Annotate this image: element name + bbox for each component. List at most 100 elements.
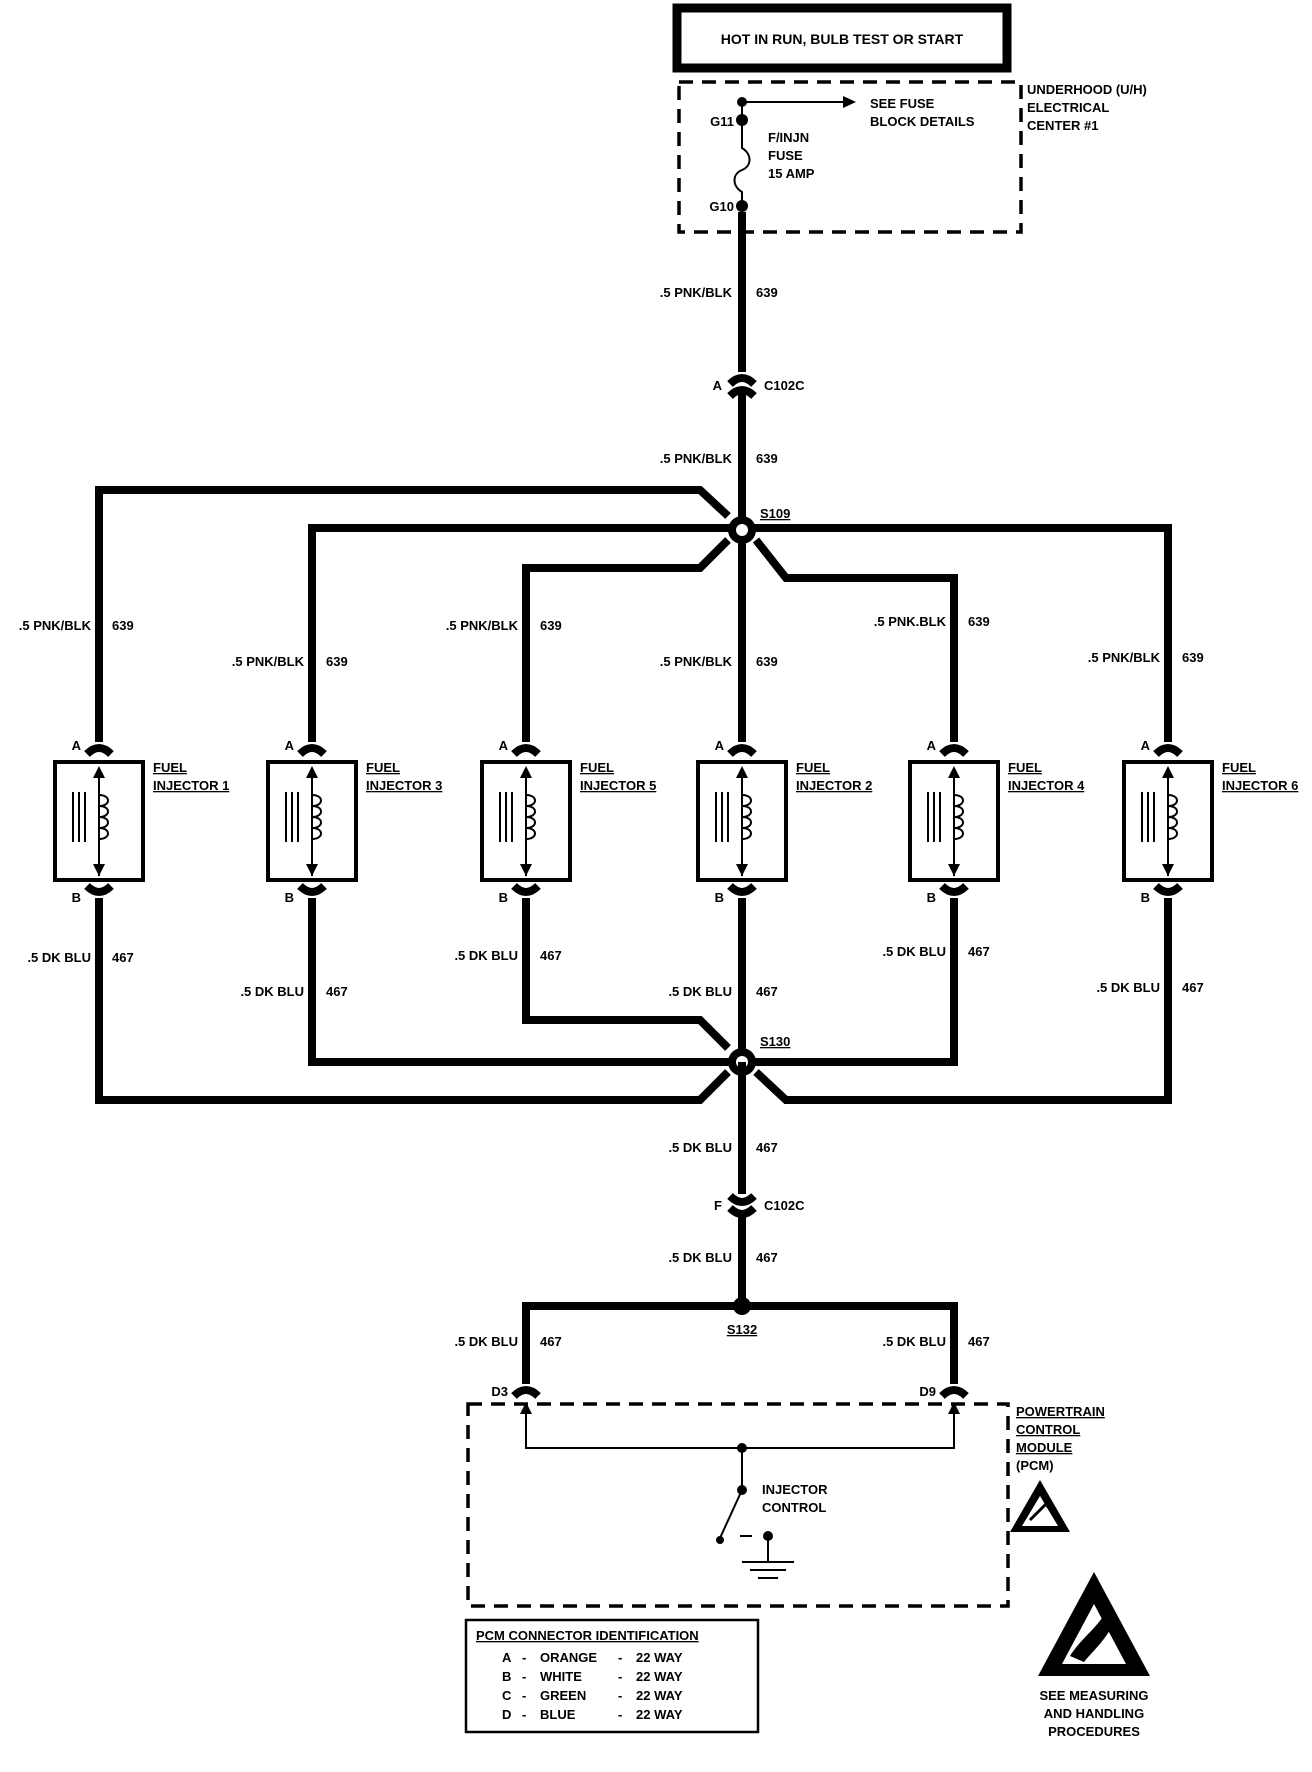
feed-label-inj2: .5 PNK/BLK (660, 654, 733, 669)
pcm-label-1: POWERTRAIN (1016, 1404, 1105, 1419)
injector-pin-b-arc (297, 883, 327, 896)
injector-coil-icon (1167, 794, 1178, 840)
connector-dash: - (618, 1650, 622, 1665)
feed-branch-inj6 (742, 524, 1172, 742)
connector-table-box (464, 1618, 760, 1734)
fuse-name-2: FUSE (768, 148, 803, 163)
return-circuit-inj5: 467 (540, 948, 562, 963)
injector-pin-a-arc (511, 744, 541, 757)
injector-body (696, 760, 788, 882)
pcm-right-circuit: 467 (968, 1334, 990, 1349)
esd-note-3: PROCEDURES (1048, 1724, 1140, 1739)
injector-pin-a-arc (297, 744, 327, 757)
injector-pin-b: B (1141, 890, 1150, 905)
connector-color: GREEN (540, 1688, 586, 1703)
feed-circuit-inj2: 639 (756, 654, 778, 669)
splice-s109-label: S109 (760, 506, 790, 521)
feed-branch-inj5 (522, 537, 731, 742)
splice-s130-label: S130 (760, 1034, 790, 1049)
feed-branch-inj1 (95, 486, 731, 742)
connector-color: WHITE (540, 1669, 582, 1684)
return-branch-inj4 (742, 898, 958, 1066)
return-label-inj1: .5 DK BLU (27, 950, 91, 965)
c102c-f-lower-arc (727, 1205, 757, 1218)
feed-branch-inj3 (308, 524, 742, 742)
return-label-inj5: .5 DK BLU (454, 948, 518, 963)
return-circuit-inj4: 467 (968, 944, 990, 959)
connector-dash: - (522, 1669, 526, 1684)
fuse-pin-out-node (736, 200, 748, 212)
injector-body (53, 760, 145, 882)
injector-coil-icon (953, 794, 964, 840)
c102c-lower-arc (727, 386, 757, 399)
injector-coil-icon (525, 794, 536, 840)
injector-name-1: FUEL (580, 760, 614, 775)
return-circuit-inj3: 467 (326, 984, 348, 999)
injector-pin-a: A (72, 738, 82, 753)
pcm-left-wire-label: .5 DK BLU (454, 1334, 518, 1349)
injector-arrow-down-icon (948, 864, 960, 876)
injector-arrow-down-icon (1162, 864, 1174, 876)
injector-pin-a: A (927, 738, 937, 753)
pcm-switch-contact (716, 1536, 724, 1544)
fuse-name-3: 15 AMP (768, 166, 815, 181)
feed-label-inj4: .5 PNK.BLK (874, 614, 947, 629)
connector-color: ORANGE (540, 1650, 597, 1665)
feed-circuit-inj3: 639 (326, 654, 348, 669)
c102c-label-f: C102C (764, 1198, 805, 1213)
injector-name-2: INJECTOR 5 (580, 778, 656, 793)
connector-size: 22 WAY (636, 1707, 683, 1722)
c102c-pin-a: A (713, 378, 723, 393)
injector-name-1: FUEL (1008, 760, 1042, 775)
injector-name-2: INJECTOR 4 (1008, 778, 1085, 793)
feed-circuit-inj4: 639 (968, 614, 990, 629)
injector-pin-b: B (927, 890, 936, 905)
underhood-center-box (677, 80, 1023, 234)
return-label-inj4: .5 DK BLU (882, 944, 946, 959)
injector-name-1: FUEL (1222, 760, 1256, 775)
connector-pin: C (502, 1688, 512, 1703)
pcm-internal-bus (525, 1404, 955, 1449)
connector-table-title: PCM CONNECTOR IDENTIFICATION (476, 1628, 699, 1643)
injector-pin-a-arc (84, 744, 114, 757)
injector-name-1: FUEL (153, 760, 187, 775)
feed-wire-label-1: .5 PNK/BLK (660, 285, 733, 300)
injector-body (908, 760, 1000, 882)
return-trunk-circuit-2: 467 (756, 1250, 778, 1265)
injector-arrow-up-icon (1162, 766, 1174, 778)
fuel-injector-5: A B FUEL INJECTOR 4 (908, 738, 1085, 905)
connector-table-row: D-BLUE-22 WAY (502, 1707, 683, 1722)
injector-arrow-up-icon (520, 766, 532, 778)
injector-coil-icon (311, 794, 322, 840)
return-branch-inj5 (522, 898, 731, 1051)
connector-pin: A (502, 1650, 512, 1665)
connector-dash: - (522, 1688, 526, 1703)
connector-table-row: C-GREEN-22 WAY (502, 1688, 683, 1703)
feed-circuit-label-1: 639 (756, 285, 778, 300)
esd-note-2: AND HANDLING (1044, 1706, 1144, 1721)
injector-name-2: INJECTOR 3 (366, 778, 442, 793)
see-fuse-2: BLOCK DETAILS (870, 114, 975, 129)
center-label-2: ELECTRICAL (1027, 100, 1109, 115)
c102c-pin-f: F (714, 1198, 722, 1213)
feed-label-inj5: .5 PNK/BLK (446, 618, 519, 633)
pcm-pin-d9-arc (939, 1386, 969, 1399)
fuse-element (733, 126, 751, 204)
return-branch-inj3 (308, 898, 742, 1066)
injector-pin-a: A (715, 738, 725, 753)
injector-coil-icon (98, 794, 109, 840)
injector-name-2: INJECTOR 1 (153, 778, 229, 793)
return-branch-inj1 (95, 898, 731, 1104)
esd-warning-icon-large (1038, 1572, 1150, 1676)
injector-arrow-up-icon (93, 766, 105, 778)
injector-pin-b-arc (511, 883, 541, 896)
c102c-upper-arc (727, 374, 757, 387)
injector-group: A B FUEL INJECTOR 1 A B FUEL INJECTOR 3 A B FUEL IN… (53, 738, 1298, 905)
injector-body (266, 760, 358, 882)
c102c-f-upper-arc (727, 1193, 757, 1206)
pcm-label-4: (PCM) (1016, 1458, 1054, 1473)
fuse-pin-in-node (736, 114, 748, 126)
injector-body (1122, 760, 1214, 882)
feed-label-inj6: .5 PNK/BLK (1088, 650, 1161, 665)
